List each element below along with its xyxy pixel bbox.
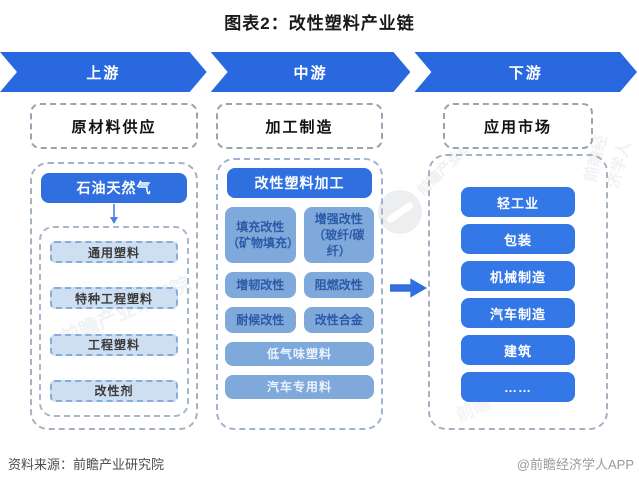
- downstream-header: 应用市场: [443, 103, 593, 149]
- stage-band: 上游 中游 下游: [0, 52, 637, 92]
- product-box: 汽车专用料: [225, 375, 374, 399]
- right-arrow-icon: [390, 278, 427, 298]
- material-box: 工程塑料: [50, 333, 178, 356]
- downstream-column: 应用市场 轻工业 包装 机械制造 汽车制造 建筑 ……: [428, 103, 608, 430]
- modification-box: 增强改性 （玻纤/碳纤）: [303, 207, 374, 263]
- market-box: 轻工业: [461, 187, 575, 217]
- upstream-header: 原材料供应: [30, 103, 198, 149]
- upstream-panel: 石油天然气 通用塑料 特种工程塑料 工程塑料 改性剂: [30, 162, 198, 430]
- modification-box: 改性合金: [303, 307, 374, 333]
- modification-grid: 填充改性 （矿物填充） 增强改性 （玻纤/碳纤） 增韧改性 阻燃改性 耐候改性 …: [225, 207, 374, 399]
- product-box: 低气味塑料: [225, 342, 374, 366]
- material-box: 特种工程塑料: [50, 287, 178, 310]
- material-box: 改性剂: [50, 379, 178, 402]
- market-box: 机械制造: [461, 261, 575, 291]
- plastics-group-panel: 通用塑料 特种工程塑料 工程塑料 改性剂: [39, 226, 189, 417]
- source-note: 资料来源：前瞻产业研究院: [8, 457, 165, 472]
- market-box: 建筑: [461, 335, 575, 365]
- page-title: 图表2：改性塑料产业链: [224, 14, 415, 33]
- modification-box: 填充改性 （矿物填充）: [225, 207, 299, 263]
- upstream-column: 原材料供应 石油天然气 通用塑料 特种工程塑料 工程塑料 改性剂: [30, 103, 198, 430]
- downstream-panel: 轻工业 包装 机械制造 汽车制造 建筑 ……: [428, 154, 608, 430]
- market-box: 包装: [461, 224, 575, 254]
- credit-note: @前瞻经济学人APP: [516, 457, 634, 472]
- stage-chevron-midstream: 中游: [211, 52, 411, 92]
- processing-box: 改性塑料加工: [227, 168, 372, 198]
- midstream-column: 加工制造 改性塑料加工 填充改性 （矿物填充） 增强改性 （玻纤/碳纤） 增韧改…: [216, 103, 383, 430]
- stage-chevron-downstream: 下游: [414, 52, 637, 92]
- raw-material-box: 石油天然气: [41, 173, 187, 203]
- market-box: 汽车制造: [461, 298, 575, 328]
- modification-box: 耐候改性: [225, 307, 296, 333]
- midstream-panel: 改性塑料加工 填充改性 （矿物填充） 增强改性 （玻纤/碳纤） 增韧改性 阻燃改…: [216, 158, 383, 430]
- midstream-header: 加工制造: [216, 103, 383, 149]
- modification-box: 增韧改性: [225, 272, 296, 298]
- down-arrow-icon: [39, 203, 189, 226]
- stage-chevron-upstream: 上游: [0, 52, 207, 92]
- watermark-logo-icon: [378, 190, 422, 234]
- market-box: ……: [461, 372, 575, 402]
- modification-box: 阻燃改性: [303, 272, 374, 298]
- material-box: 通用塑料: [50, 241, 178, 263]
